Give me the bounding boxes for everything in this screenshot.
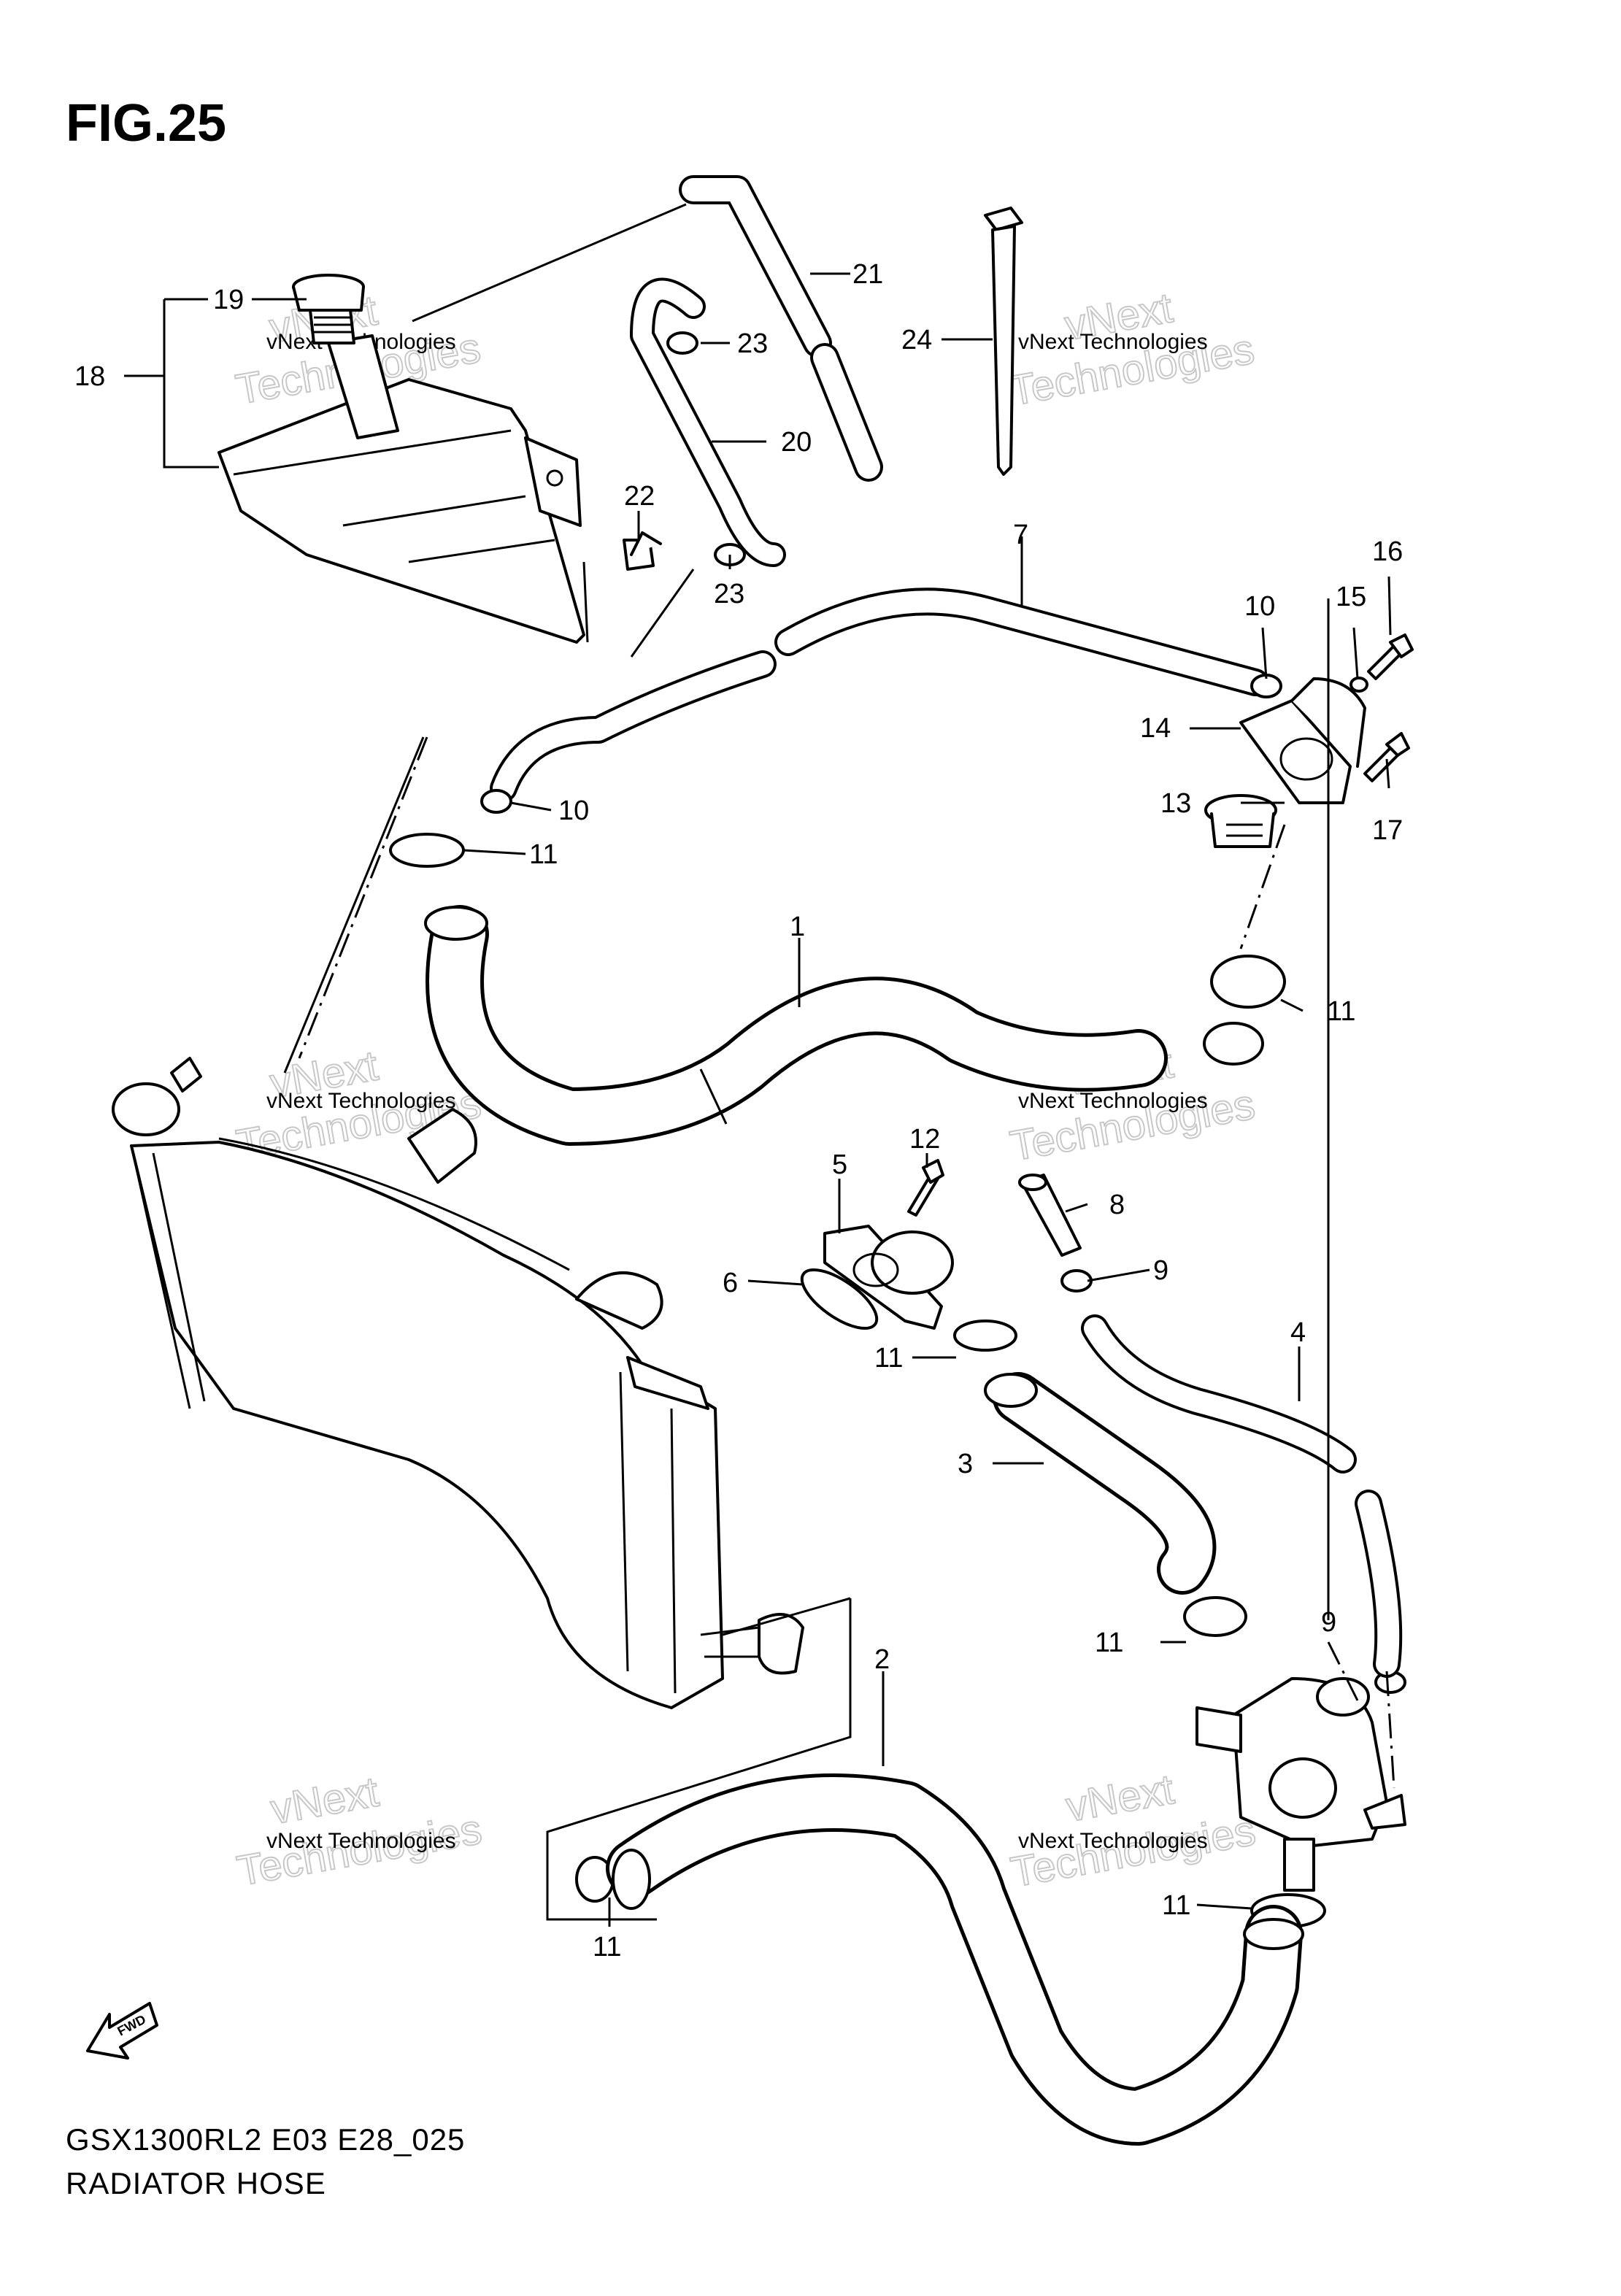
water-pump-hose-part-3 [984, 1372, 1217, 1595]
leader-line [298, 736, 428, 1059]
water-pump [1195, 1677, 1406, 1892]
callout-24: 24 [901, 325, 932, 355]
callout-6: 6 [723, 1268, 738, 1298]
callout-1: 1 [790, 912, 805, 942]
callout-numbers: 1 2 3 4 5 6 7 8 9 9 10 10 11 11 11 11 11… [74, 259, 1403, 1962]
leader-frame [546, 1598, 852, 1921]
forward-direction-arrow: FWD [86, 2002, 158, 2060]
callout-21: 21 [852, 259, 883, 290]
clamp-part-10 [480, 674, 1282, 814]
callout-4: 4 [1290, 1317, 1306, 1348]
figure-title: FIG.25 [66, 94, 227, 153]
callout-20: 20 [781, 427, 812, 458]
bolt-part-15 [1349, 677, 1368, 693]
o-ring-part-6 [800, 1268, 879, 1330]
figure-caption: RADIATOR HOSE [66, 2166, 326, 2200]
bypass-hose-part-7 [490, 588, 1269, 802]
callout-23: 23 [714, 579, 744, 609]
watermark-line: vNext Technologies [1018, 1089, 1208, 1113]
radiator-hose-part-2 [606, 1773, 1304, 2146]
bolt-part-17 [1363, 732, 1410, 782]
reservoir-tank-part-18 [217, 203, 687, 644]
watermark-big-1: vNext [267, 1768, 382, 1833]
model-code: GSX1300RL2 E03 E28_025 [66, 2122, 466, 2157]
callout-19: 19 [213, 285, 244, 315]
bolt-part-16 [1367, 633, 1414, 680]
callout-11: 11 [529, 839, 558, 870]
leader-line [283, 736, 425, 1074]
callout-11: 11 [1162, 1890, 1190, 1921]
watermark-line: vNext Technologies [266, 1089, 456, 1113]
cable-tie-part-24 [984, 207, 1023, 476]
overflow-hose-part-21 [679, 175, 883, 482]
thermostat-cover-part-14 [1239, 677, 1366, 804]
callout-18: 18 [74, 361, 105, 392]
callout-11: 11 [1327, 996, 1355, 1027]
callout-16: 16 [1372, 536, 1403, 567]
radiator-hose-part-1 [424, 905, 1168, 1146]
leader-line [1327, 1641, 1359, 1701]
callout-2: 2 [874, 1644, 890, 1675]
callout-7: 7 [1013, 520, 1028, 550]
callout-9: 9 [1153, 1255, 1168, 1286]
callout-9: 9 [1321, 1607, 1336, 1638]
callout-3: 3 [958, 1449, 973, 1479]
bolt-part-22 [623, 531, 662, 571]
callout-17: 17 [1372, 815, 1403, 846]
leader-line [1239, 824, 1286, 949]
callout-10: 10 [1244, 591, 1275, 622]
reservoir-cap-part-19 [292, 274, 365, 344]
watermark-line: vNext Technologies [1018, 1829, 1208, 1853]
radiator-assembly [112, 1057, 804, 1709]
watermark-big-1: vNext [1063, 1765, 1177, 1831]
callout-14: 14 [1140, 713, 1171, 744]
bypass-hose-part-4 [1081, 1314, 1403, 1678]
callout-5: 5 [832, 1149, 847, 1180]
callout-12: 12 [909, 1124, 940, 1155]
leader-line [630, 569, 695, 658]
leader-frame [722, 1597, 851, 1636]
callout-10: 10 [558, 795, 589, 826]
callout-11: 11 [593, 1932, 621, 1962]
callout-15: 15 [1336, 582, 1366, 612]
callout-11: 11 [1095, 1627, 1123, 1658]
union-part-8 [1018, 1174, 1082, 1257]
vent-hose-part-20 [630, 277, 786, 567]
callout-leaders [124, 272, 1392, 1927]
callout-22: 22 [624, 481, 655, 512]
leader-line [1385, 1671, 1395, 1789]
callout-13: 13 [1160, 788, 1191, 819]
bolt-part-12 [907, 1159, 944, 1217]
watermark-line: vNext Technologies [266, 1829, 456, 1853]
callout-11: 11 [874, 1343, 903, 1374]
callout-8: 8 [1109, 1190, 1125, 1220]
hose-clamp-part-11 [389, 833, 1286, 1066]
watermark-line: vNext Technologies [1018, 330, 1208, 354]
thermostat-case-part-5 [823, 1225, 954, 1330]
callout-23: 23 [737, 328, 768, 359]
